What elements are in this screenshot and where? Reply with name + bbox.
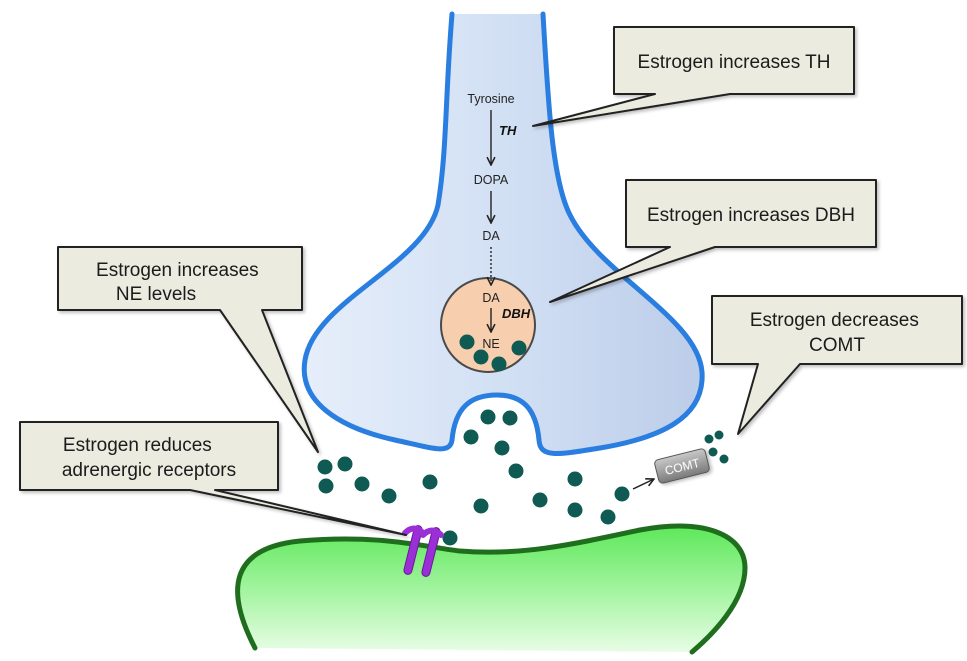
metabolite: [705, 435, 714, 444]
ne-molecule: [382, 489, 397, 504]
ne-molecule: [503, 411, 518, 426]
ne-molecule: [615, 487, 630, 502]
callout-dbh-bubble: [550, 180, 876, 302]
metabolite: [709, 448, 718, 457]
comt-metabolites: [705, 431, 729, 464]
vesicle-da-label: DA: [482, 291, 500, 305]
arrow-to-comt: [633, 479, 654, 489]
callout-receptors-line1: Estrogen reduces: [63, 435, 212, 456]
callout-comt: Estrogen decreases COMT: [712, 296, 962, 434]
callout-th-bubble: [533, 27, 854, 126]
callout-comt-line2: COMT: [809, 335, 865, 356]
ne-molecule: [601, 510, 616, 525]
ne-molecule: [318, 460, 333, 475]
callout-comt-line1: Estrogen decreases: [750, 310, 919, 331]
ne-molecule: [481, 410, 496, 425]
ne-molecule: [492, 357, 507, 372]
ne-molecule: [474, 350, 489, 365]
callout-dbh-text: Estrogen increases DBH: [647, 205, 855, 226]
comt-enzyme: COMT: [654, 448, 710, 484]
ne-molecule: [319, 479, 334, 494]
postsynaptic-cell: [238, 526, 745, 652]
metabolite: [720, 455, 729, 464]
dbh-enzyme-label: DBH: [502, 306, 531, 321]
ne-molecule: [338, 457, 353, 472]
metabolite: [715, 431, 724, 440]
ne-molecule: [512, 341, 527, 356]
tyrosine-label: Tyrosine: [467, 92, 514, 106]
ne-molecule: [423, 475, 438, 490]
callout-th: Estrogen increases TH: [533, 27, 854, 126]
ne-molecule: [464, 430, 479, 445]
callout-receptors-line2: adrenergic receptors: [62, 460, 236, 481]
ne-molecule: [443, 531, 458, 546]
callout-ne-line2: NE levels: [116, 284, 196, 305]
callout-receptors: Estrogen reduces adrenergic receptors: [20, 422, 406, 535]
ne-label: NE: [482, 337, 499, 351]
da-label: DA: [482, 229, 500, 243]
ne-molecule: [460, 335, 475, 350]
callout-dbh: Estrogen increases DBH: [550, 180, 876, 302]
th-enzyme-label: TH: [499, 123, 517, 138]
ne-molecule: [495, 441, 510, 456]
ne-molecule: [474, 499, 489, 514]
dopa-label: DOPA: [474, 173, 509, 187]
callout-ne-line1: Estrogen increases: [96, 260, 259, 281]
ne-molecule: [568, 472, 583, 487]
ne-molecule: [509, 464, 524, 479]
callout-th-text: Estrogen increases TH: [638, 52, 831, 73]
ne-molecule: [533, 493, 548, 508]
ne-molecule: [355, 477, 370, 492]
ne-molecule: [568, 503, 583, 518]
